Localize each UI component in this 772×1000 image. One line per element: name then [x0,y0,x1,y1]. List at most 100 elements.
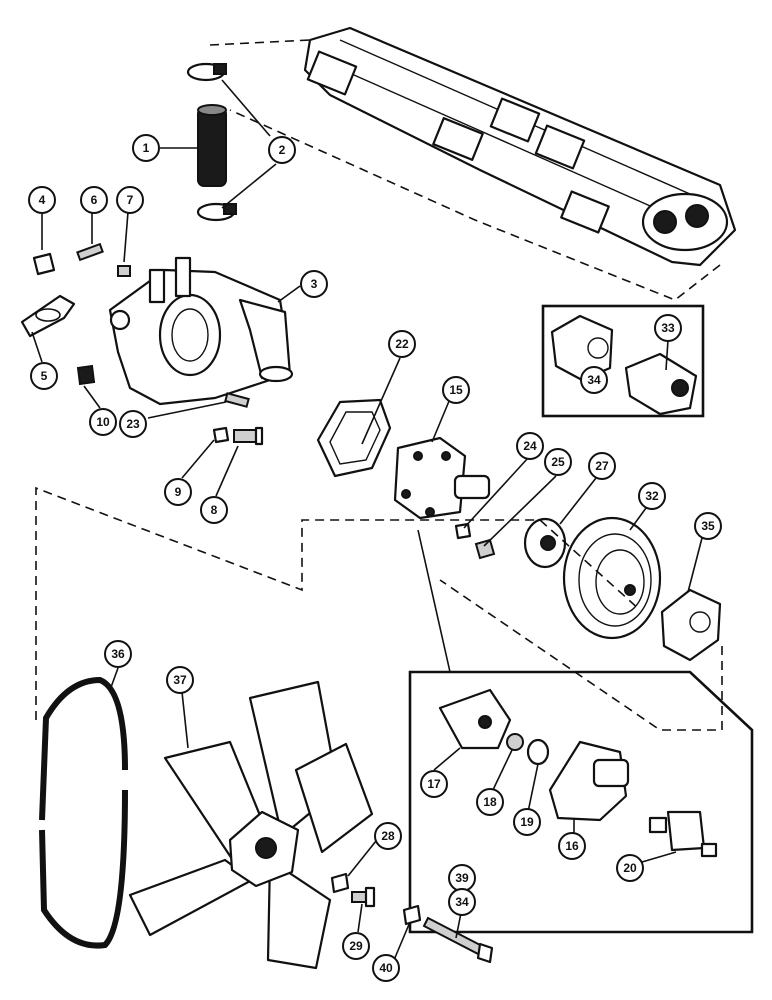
gasket-part-5 [20,294,76,338]
callout-15: 15 [442,376,470,404]
seal-part-19 [526,738,550,766]
fan-part-37 [128,680,374,970]
svg-text:32: 32 [645,489,659,503]
svg-text:16: 16 [565,839,579,853]
belt-part-36 [39,676,128,949]
callout-18: 18 [476,788,504,816]
svg-text:22: 22 [395,337,409,351]
coupling-part-35 [660,588,722,662]
washer-part-40 [402,904,422,926]
callout-5: 5 [30,362,58,390]
callout-34: 34 [448,888,476,916]
svg-text:34: 34 [587,373,601,387]
svg-text:33: 33 [661,321,675,335]
svg-text:39: 39 [455,871,469,885]
washer-part-28 [330,872,350,894]
thermostat-housing-part-3 [108,256,294,406]
svg-text:20: 20 [623,861,637,875]
inset-box-33-34 [541,304,705,418]
svg-text:1: 1 [143,141,150,155]
callout-35: 35 [694,512,722,540]
svg-text:27: 27 [595,459,609,473]
stud-part-6 [76,242,104,262]
svg-text:28: 28 [381,829,395,843]
callout-22: 22 [388,330,416,358]
callout-29: 29 [342,932,370,960]
washer-part-24 [454,522,472,540]
gasket-part-22 [316,398,392,478]
callout-6: 6 [80,186,108,214]
impeller-part-17 [438,688,512,750]
svg-text:5: 5 [41,369,48,383]
callout-32: 32 [638,482,666,510]
svg-text:10: 10 [96,415,110,429]
svg-text:9: 9 [175,485,182,499]
nut-part-7 [117,265,131,277]
callout-16: 16 [558,832,586,860]
belt-dash-line [35,486,641,720]
bolt-part-39-34 [422,916,494,964]
coupling-part-34-inset [550,314,614,382]
svg-text:17: 17 [427,777,441,791]
callout-40: 40 [372,954,400,982]
callout-37: 37 [166,666,194,694]
callout-3: 3 [300,270,328,298]
bolt-part-29 [351,886,376,908]
svg-text:37: 37 [173,673,187,687]
coupling-part-33 [624,352,698,416]
svg-text:18: 18 [483,795,497,809]
plug-part-4 [32,252,56,276]
nut-part-25 [474,538,496,560]
seal-part-18 [506,733,524,751]
callout-17: 17 [420,770,448,798]
svg-text:2: 2 [279,143,286,157]
svg-text:7: 7 [127,193,134,207]
manifold-dash-line [209,39,721,301]
svg-text:19: 19 [520,815,534,829]
callout-7: 7 [116,186,144,214]
callout-20: 20 [616,854,644,882]
svg-text:15: 15 [449,383,463,397]
svg-text:36: 36 [111,647,125,661]
callout-33: 33 [654,314,682,342]
callout-10: 10 [89,408,117,436]
hose-part-1 [197,104,227,187]
leader-lines [31,79,703,961]
svg-text:23: 23 [126,417,140,431]
callout-1: 1 [132,134,160,162]
bolt-part-8 [233,426,264,446]
callout-23: 23 [119,410,147,438]
clamp-upper-part-2 [186,62,227,82]
stud-part-23 [224,392,250,408]
callout-24: 24 [516,432,544,460]
pump-body-part-16 [548,740,630,822]
manifold [303,26,737,267]
plug-part-10 [76,364,96,386]
svg-text:40: 40 [379,961,393,975]
callout-8: 8 [200,496,228,524]
callout-36: 36 [104,640,132,668]
hub-part-27 [523,517,567,569]
callout-25: 25 [544,448,572,476]
callout-27: 27 [588,452,616,480]
callout-34-inset: 34 [580,366,608,394]
svg-text:4: 4 [39,193,46,207]
svg-text:8: 8 [211,503,218,517]
clamp-lower-part-2 [196,202,237,222]
svg-text:3: 3 [311,277,318,291]
callout-39: 39 [448,864,476,892]
svg-text:24: 24 [523,439,537,453]
pulley-part-32 [562,516,662,640]
svg-text:34: 34 [455,895,469,909]
svg-text:6: 6 [91,193,98,207]
svg-text:29: 29 [349,939,363,953]
callout-4: 4 [28,186,56,214]
callout-9: 9 [164,478,192,506]
svg-text:35: 35 [701,519,715,533]
shaft-bearing-part-20 [648,810,718,858]
svg-text:25: 25 [551,455,565,469]
inset-box-16-20 [408,670,754,934]
callout-28: 28 [374,822,402,850]
callout-2: 2 [268,136,296,164]
